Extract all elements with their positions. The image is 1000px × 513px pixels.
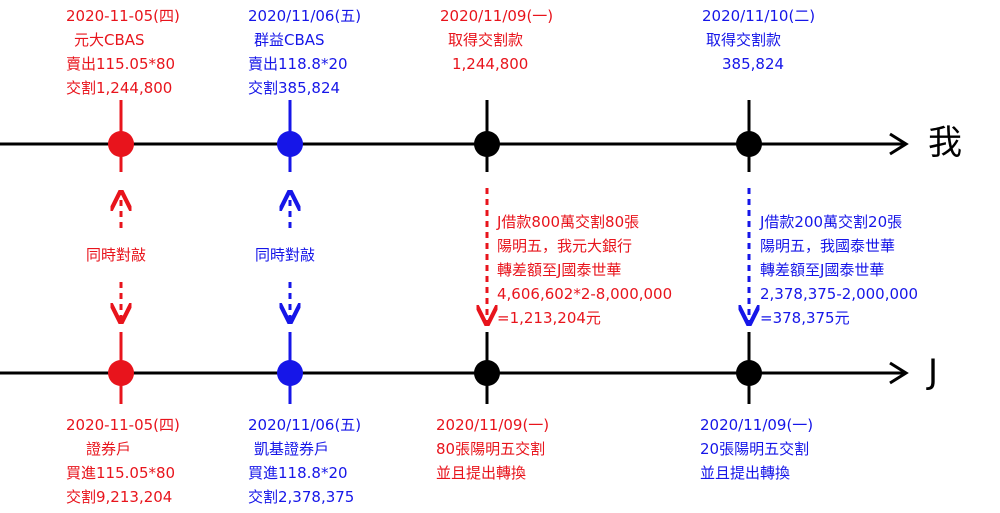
transfer-red-line-3: 轉差額至J國泰世華 (497, 261, 622, 279)
top-event-2-account: 群益CBAS (254, 31, 325, 49)
top-axis-arrowhead (889, 132, 909, 156)
bottom-event-4-desc: 20張陽明五交割 (700, 440, 810, 458)
bottom-event-3-action: 並且提出轉換 (436, 464, 527, 482)
top-event-1-settle: 交割1,244,800 (66, 79, 173, 97)
bottom-axis-label: J (928, 352, 939, 392)
bottom-event-1-date: 2020-11-05(四) (66, 416, 180, 434)
bottom-event-4-action: 並且提出轉換 (700, 464, 791, 482)
transfer-red-line-5: =1,213,204元 (497, 309, 601, 327)
transfer-red-line-2: 陽明五，我元大銀行 (497, 237, 633, 255)
transfer-blue-line-1: J借款200萬交割20張 (760, 213, 903, 231)
top-event-3-label: 2020/11/09(一) 取得交割款 1,244,800 (440, 4, 553, 76)
bottom-event-1-account: 證券戶 (86, 440, 132, 458)
top-axis-label: 我 (928, 123, 962, 163)
bottom-event-2-settle: 交割2,378,375 (248, 488, 355, 506)
bottom-event-3-date: 2020/11/09(一) (436, 416, 550, 434)
bottom-event-2-label: 2020/11/06(五) 凱基證券戶 買進118.8*20 交割2,378,3… (248, 413, 361, 509)
link-blue-label: 同時對敲 (255, 246, 316, 264)
top-event-1-label: 2020-11-05(四) 元大CBAS 賣出115.05*80 交割1,244… (66, 4, 180, 100)
bottom-event-2-date: 2020/11/06(五) (248, 416, 362, 434)
event-dot-top-1 (108, 131, 134, 157)
transfer-red-text: J借款800萬交割80張 陽明五，我元大銀行 轉差額至J國泰世華 4,606,6… (497, 210, 672, 330)
transfer-blue-line-4: 2,378,375-2,000,000 (760, 285, 919, 303)
event-dot-top-4 (736, 131, 762, 157)
event-dot-bottom-1 (108, 360, 134, 386)
top-event-2-date: 2020/11/06(五) (248, 7, 362, 25)
event-dot-top-3 (474, 131, 500, 157)
top-event-4-label: 2020/11/10(二) 取得交割款 385,824 (702, 4, 815, 76)
top-event-2-trade: 賣出118.8*20 (248, 55, 348, 73)
link-red-label: 同時對敲 (86, 246, 147, 264)
transfer-blue-line-2: 陽明五，我國泰世華 (760, 237, 896, 255)
transfer-blue-line-5: =378,375元 (760, 309, 850, 327)
bottom-event-2-account: 凱基證券戶 (254, 440, 330, 458)
transfer-red-line-4: 4,606,602*2-8,000,000 (497, 285, 673, 303)
top-event-3-date: 2020/11/09(一) (440, 7, 554, 25)
event-dot-bottom-4 (736, 360, 762, 386)
transfer-red-line-1: J借款800萬交割80張 (497, 213, 640, 231)
top-event-1-date: 2020-11-05(四) (66, 7, 180, 25)
bottom-event-1-settle: 交割9,213,204 (66, 488, 173, 506)
top-event-4-desc: 取得交割款 (706, 31, 782, 49)
top-event-2-label: 2020/11/06(五) 群益CBAS 賣出118.8*20 交割385,82… (248, 4, 361, 100)
bottom-event-1-trade: 買進115.05*80 (66, 464, 176, 482)
top-event-2-settle: 交割385,824 (248, 79, 341, 97)
bottom-event-3-desc: 80張陽明五交割 (436, 440, 546, 458)
event-dot-bottom-3 (474, 360, 500, 386)
bottom-event-2-trade: 買進118.8*20 (248, 464, 348, 482)
event-dot-top-2 (277, 131, 303, 157)
bottom-axis-arrowhead (889, 361, 909, 385)
top-event-3-desc: 取得交割款 (448, 31, 524, 49)
top-event-3-amount: 1,244,800 (452, 55, 529, 73)
transfer-blue-line-3: 轉差額至J國泰世華 (760, 261, 885, 279)
top-event-4-amount: 385,824 (722, 55, 785, 73)
bottom-event-4-label: 2020/11/09(一) 20張陽明五交割 並且提出轉換 (700, 413, 813, 485)
transfer-blue-text: J借款200萬交割20張 陽明五，我國泰世華 轉差額至J國泰世華 2,378,3… (760, 210, 918, 330)
top-event-1-trade: 賣出115.05*80 (66, 55, 176, 73)
event-dot-bottom-2 (277, 360, 303, 386)
bottom-event-1-label: 2020-11-05(四) 證券戶 買進115.05*80 交割9,213,20… (66, 413, 180, 509)
bottom-event-3-label: 2020/11/09(一) 80張陽明五交割 並且提出轉換 (436, 413, 549, 485)
top-event-4-date: 2020/11/10(二) (702, 7, 816, 25)
bottom-event-4-date: 2020/11/09(一) (700, 416, 814, 434)
top-event-1-account: 元大CBAS (74, 31, 145, 49)
